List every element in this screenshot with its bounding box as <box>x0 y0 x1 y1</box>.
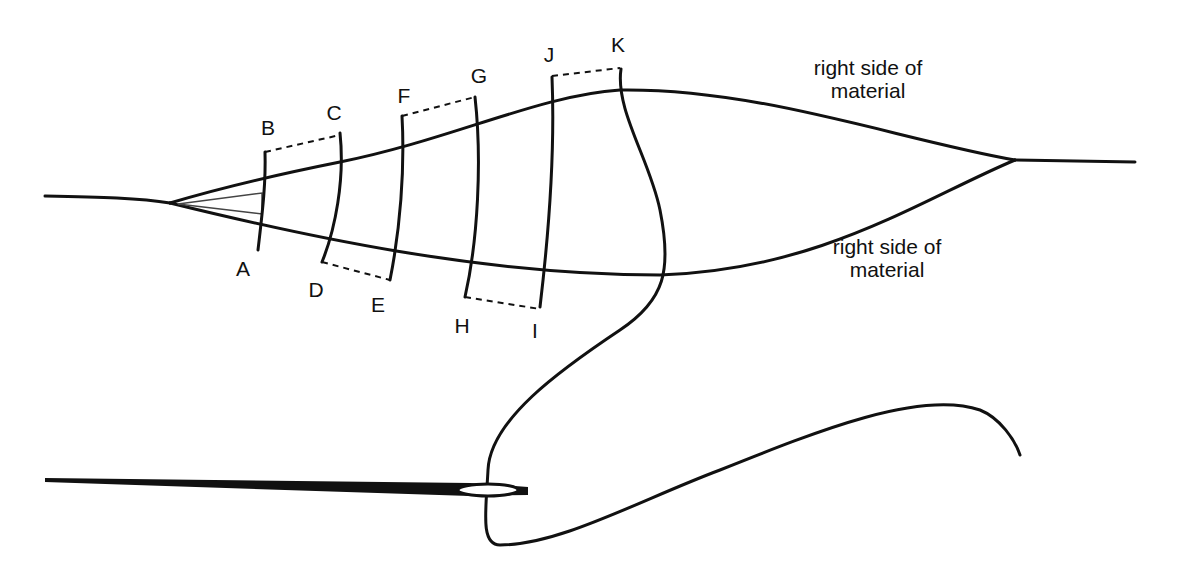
point-letter: H <box>454 314 469 337</box>
side-label: right side of material <box>788 56 948 102</box>
point-letter: D <box>308 278 323 301</box>
point-letter: E <box>371 293 385 316</box>
fabric-edges <box>45 90 1135 275</box>
needle <box>45 478 528 496</box>
side-label: right side of material <box>807 235 967 281</box>
point-letter: A <box>236 257 250 280</box>
point-letter: I <box>532 319 538 342</box>
point-letter: K <box>611 33 625 56</box>
hidden-thread <box>265 68 620 309</box>
point-letter: J <box>544 43 555 66</box>
point-letter: B <box>261 116 275 139</box>
point-letter: C <box>326 101 341 124</box>
stitches <box>258 69 1020 545</box>
fabric-fold <box>178 193 262 214</box>
point-letter: F <box>398 84 411 107</box>
point-letter: G <box>471 64 487 87</box>
